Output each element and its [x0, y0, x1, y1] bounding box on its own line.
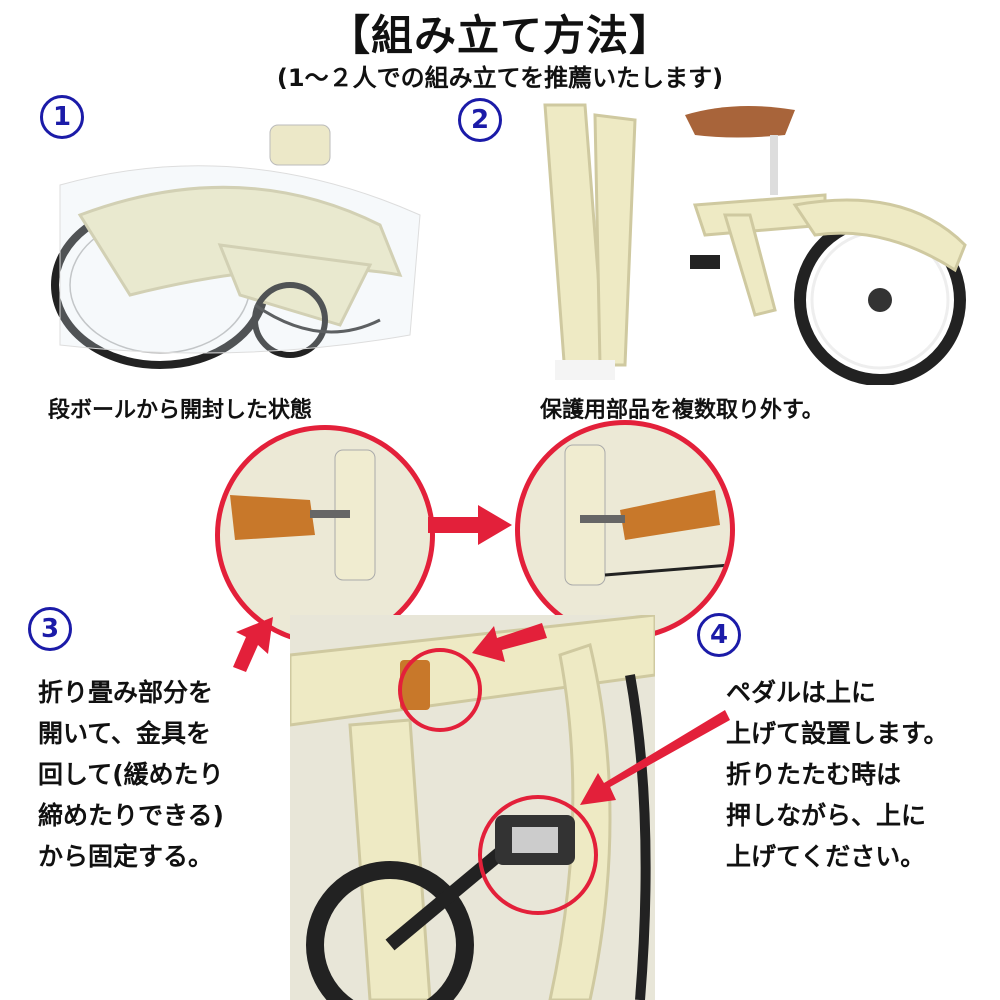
step-4-line: 折りたたむ時は [726, 760, 902, 789]
red-arrow-to-pedal [580, 705, 730, 810]
red-arrow-up-right [228, 612, 278, 672]
step-3-line: から固定する。 [38, 842, 214, 871]
bike-pedal-and-hinge-photo [290, 615, 655, 1000]
page-title: 【組み立て方法】 [327, 11, 672, 60]
step-4-line: 上げてください。 [726, 842, 926, 871]
step-3-line: 締めたりできる) [38, 801, 224, 830]
red-arrow-down-left [472, 618, 547, 663]
step-1-number: 1 [40, 95, 84, 139]
step-3-line: 開いて、金具を [38, 719, 212, 748]
step-4-line: ペダルは上に [726, 678, 877, 707]
step-2-caption: 保護用部品を複数取り外す。 [540, 398, 824, 423]
step-4-line: 押しながら、上に [726, 801, 927, 830]
step-3-instructions: 折り畳み部分を 開いて、金具を 回して(緩めたり 締めたりできる) から固定する… [38, 672, 224, 877]
step-4-instructions: ペダルは上に 上げて設置します。 折りたたむ時は 押しながら、上に 上げてくださ… [726, 672, 949, 877]
page-subtitle: (1～２人での組み立てを推薦いたします) [276, 64, 724, 92]
folded-and-unfolded-bike-photo [525, 95, 975, 385]
red-arrow-right [428, 505, 513, 545]
hinge-closeup-closed-photo [515, 420, 735, 640]
step-3-line: 折り畳み部分を [38, 678, 214, 707]
step-1-caption: 段ボールから開封した状態 [48, 398, 313, 423]
folded-bike-in-wrap-photo [40, 95, 430, 370]
step-4-line: 上げて設置します。 [726, 719, 949, 748]
step-2-number: 2 [458, 98, 502, 142]
step-3-number: 3 [28, 607, 72, 651]
step-4-number: 4 [697, 613, 741, 657]
step-3-line: 回して(緩めたり [38, 760, 224, 789]
